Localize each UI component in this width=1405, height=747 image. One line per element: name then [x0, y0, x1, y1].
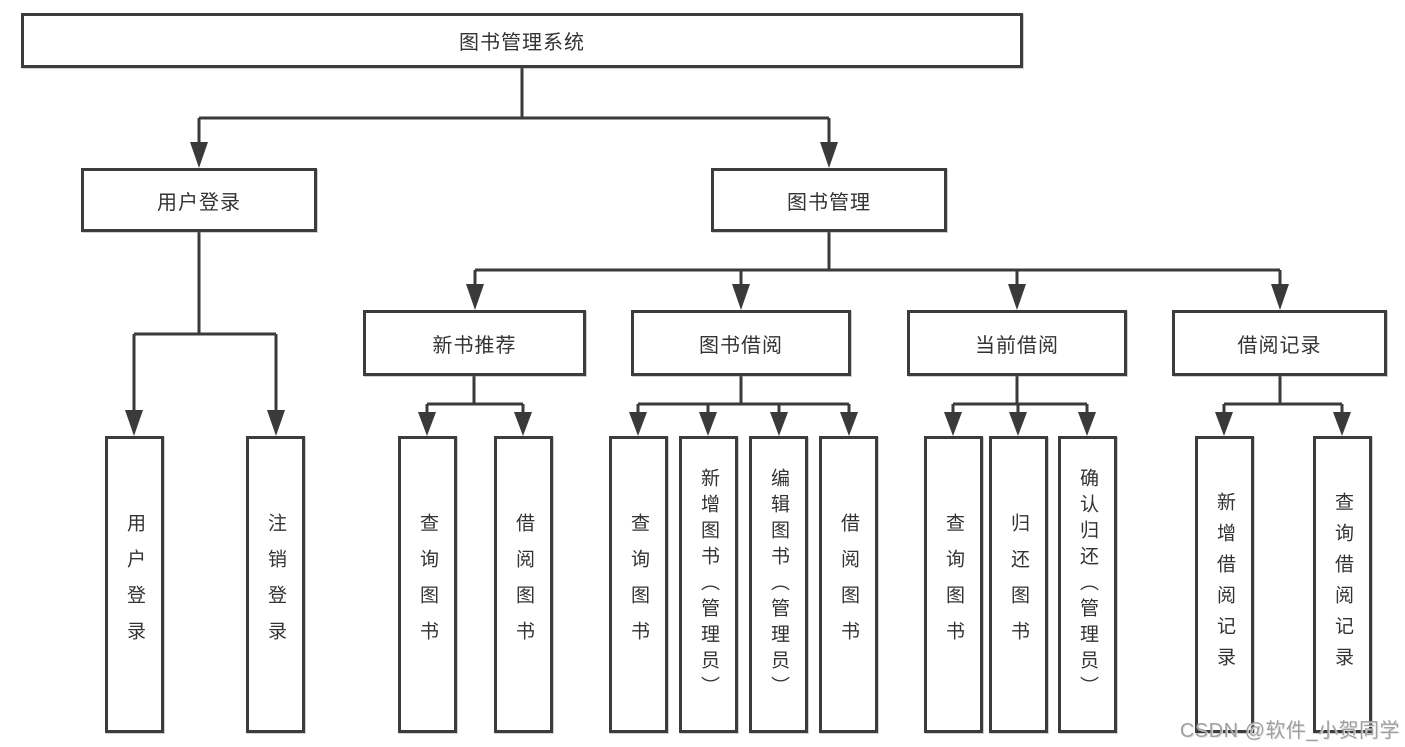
- arrowhead-current-borrow: [1008, 284, 1026, 310]
- arrowhead-bb-query: [629, 412, 647, 436]
- arrowhead-bb-add: [699, 412, 717, 436]
- leaf-current-query-books: 查询图书: [924, 436, 983, 733]
- node-new-book-recommend: 新书推荐: [363, 310, 586, 376]
- arrowhead-br-add: [1215, 412, 1233, 436]
- leaf-logout: 注销登录: [246, 436, 305, 733]
- csdn-watermark: CSDN @软件_小贺同学: [1179, 720, 1400, 742]
- arrowhead-bb-edit: [770, 412, 788, 436]
- node-current-borrow: 当前借阅: [907, 310, 1127, 376]
- leaf-newbook-query-books-label: 查询图书: [417, 512, 438, 657]
- leaf-records-add-record: 新增借阅记录: [1195, 436, 1254, 733]
- leaf-borrow-edit-books-admin: 编辑图书（管理员）: [749, 436, 808, 733]
- leaf-user-login-label: 用户登录: [124, 512, 145, 657]
- arrowhead-cb-confirm: [1078, 412, 1096, 436]
- leaf-borrow-add-books-admin-label: 新增图书（管理员）: [698, 467, 719, 702]
- connector-book-borrow-group: [636, 376, 851, 414]
- leaf-current-query-books-label: 查询图书: [943, 512, 964, 657]
- connector-new-book-group: [425, 376, 525, 414]
- arrowhead-nb-query: [418, 412, 436, 436]
- arrowhead-nb-borrow: [514, 412, 532, 436]
- arrowhead-book-borrow: [732, 284, 750, 310]
- connector-current-borrow-group: [951, 376, 1089, 414]
- leaf-newbook-borrow-books-label: 借阅图书: [513, 512, 534, 657]
- connector-root-to-level2: [197, 68, 831, 144]
- leaf-records-add-record-label: 新增借阅记录: [1214, 491, 1235, 678]
- leaf-newbook-borrow-books: 借阅图书: [494, 436, 553, 733]
- node-new-book-recommend-label: 新书推荐: [432, 334, 517, 357]
- node-current-borrow-label: 当前借阅: [975, 334, 1059, 357]
- arrowhead-new-book: [466, 284, 484, 310]
- leaf-current-return-books: 归还图书: [989, 436, 1048, 733]
- node-borrow-records-label: 借阅记录: [1237, 334, 1322, 357]
- arrowhead-bb-borrow: [840, 412, 858, 436]
- leaf-borrow-query-books-label: 查询图书: [628, 512, 649, 657]
- node-user-login: 用户登录: [81, 168, 317, 232]
- arrowhead-borrow-records: [1271, 284, 1289, 310]
- arrowhead-cb-return: [1009, 412, 1027, 436]
- leaf-current-confirm-return-admin: 确认归还（管理员）: [1058, 436, 1117, 733]
- arrowhead-cb-query: [944, 412, 962, 436]
- leaf-newbook-query-books: 查询图书: [398, 436, 457, 733]
- connector-user-login-group: [132, 232, 278, 412]
- leaf-borrow-edit-books-admin-label: 编辑图书（管理员）: [768, 467, 789, 702]
- connector-book-management-group: [473, 232, 1282, 286]
- leaf-current-return-books-label: 归还图书: [1008, 512, 1029, 657]
- leaf-records-query-record-label: 查询借阅记录: [1332, 491, 1353, 678]
- leaf-borrow-add-books-admin: 新增图书（管理员）: [679, 436, 738, 733]
- node-book-management: 图书管理: [711, 168, 947, 232]
- node-root-system-label: 图书管理系统: [459, 32, 585, 54]
- arrowhead-br-query: [1333, 412, 1351, 436]
- leaf-user-login: 用户登录: [105, 436, 164, 733]
- node-book-management-label: 图书管理: [787, 191, 871, 214]
- connector-borrow-records-group: [1222, 376, 1344, 414]
- node-book-borrow: 图书借阅: [631, 310, 851, 376]
- leaf-borrow-borrow-books-label: 借阅图书: [838, 512, 859, 657]
- leaf-current-confirm-return-admin-label: 确认归还（管理员）: [1077, 467, 1098, 702]
- node-user-login-label: 用户登录: [157, 191, 241, 214]
- arrowhead-leaf-user-login: [125, 410, 143, 436]
- leaf-borrow-query-books: 查询图书: [609, 436, 668, 733]
- arrowhead-book-management: [820, 142, 838, 168]
- arrowhead-user-login: [190, 142, 208, 168]
- leaf-logout-label: 注销登录: [265, 512, 286, 657]
- node-borrow-records: 借阅记录: [1172, 310, 1387, 376]
- leaf-borrow-borrow-books: 借阅图书: [819, 436, 878, 733]
- node-book-borrow-label: 图书借阅: [699, 334, 783, 357]
- node-root-system: 图书管理系统: [21, 13, 1023, 68]
- leaf-records-query-record: 查询借阅记录: [1313, 436, 1372, 733]
- arrowhead-leaf-logout: [267, 410, 285, 436]
